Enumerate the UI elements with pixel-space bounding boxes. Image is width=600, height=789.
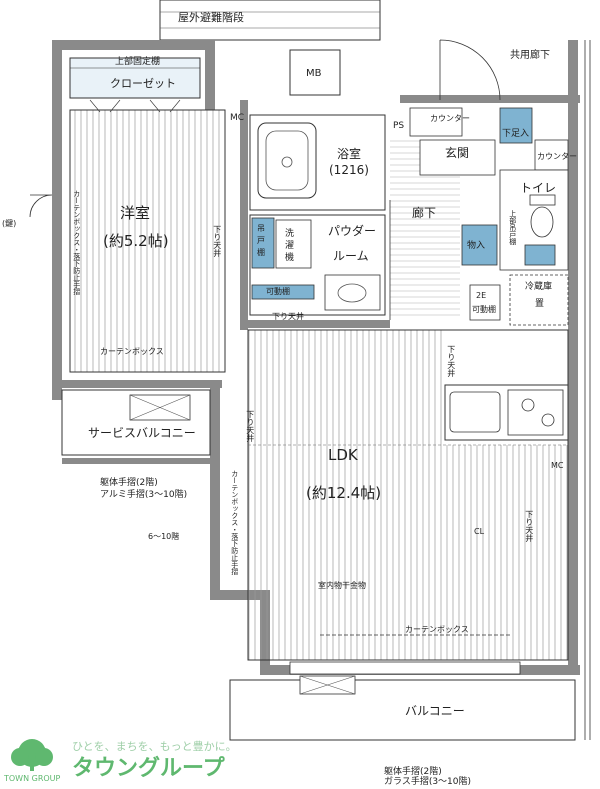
shoe-box — [499, 107, 533, 144]
bath-size: (1216) — [329, 163, 369, 177]
curtain-box-v: カーテンボックス・落下防止手摺 — [230, 470, 239, 575]
ceiling-drop-4: 下り天井 — [245, 410, 255, 442]
fridge-space — [509, 274, 569, 326]
ceiling-drop-1: 下り天井 — [272, 312, 304, 321]
ldk-floor-2 — [446, 445, 568, 660]
western-room-size: (約5.2帖) — [103, 232, 169, 250]
curtain-box-label: カーテンボックス — [100, 347, 164, 356]
powder-room-label-2: ルーム — [333, 249, 369, 263]
counter — [409, 107, 463, 137]
powder-room-label-1: パウダー — [328, 224, 377, 238]
counter-label: カウンター — [430, 114, 470, 123]
bath-label: 浴室 — [337, 147, 362, 161]
floor-note: 6〜10階 — [148, 532, 180, 541]
service-balcony-label: サービスバルコニー — [88, 426, 196, 440]
brand-slogan: ひとを、まちを、もっと豊かに。 — [72, 740, 237, 753]
mc-label-2: MC — [551, 461, 564, 470]
movable-shelf-2 — [469, 284, 501, 321]
mb-label: MB — [306, 68, 322, 79]
storage — [461, 224, 498, 266]
closet-label: クローゼット — [110, 77, 176, 90]
curtain-box-bottom: カーテンボックス — [405, 625, 469, 634]
upper-shelf-label: 上部吊戸棚 — [508, 210, 517, 245]
entrance-floor — [419, 139, 496, 176]
ps-label: PS — [393, 121, 405, 131]
kitchen-sink — [449, 391, 501, 433]
rail-note-1: 躯体手摺(2階) — [100, 478, 158, 488]
toilet-tank — [529, 194, 556, 206]
toilet-sink — [524, 244, 556, 266]
washer-label-3: 機 — [285, 253, 295, 263]
movable-shelf-label-1: 可動棚 — [266, 287, 290, 296]
bottom-note-1: 躯体手摺(2階) — [384, 767, 442, 777]
storage-upper-3: 棚 — [257, 248, 265, 257]
washer-label-1: 洗 — [285, 229, 295, 239]
ldk-floor — [248, 330, 446, 660]
western-room-label: 洋室 — [120, 204, 151, 222]
counter2-label: カウンター — [537, 152, 577, 161]
brand-company: TOWN GROUP — [4, 774, 61, 783]
entrance-door — [439, 39, 501, 101]
storage-label: 物入 — [467, 241, 486, 251]
entrance-label: 玄関 — [445, 146, 470, 160]
left-door — [29, 194, 53, 218]
ceiling-drop-3: 下り天井 — [446, 345, 456, 377]
brand-name: タウングループ — [72, 756, 225, 781]
tree-logo-icon — [11, 739, 53, 771]
washer — [275, 219, 312, 269]
main-balcony — [229, 679, 576, 741]
bottom-note-2: ガラス手摺(3〜10階) — [384, 777, 472, 787]
stove — [507, 389, 564, 436]
bathtub — [257, 122, 317, 199]
left-mark: (鍵) — [2, 219, 17, 228]
mc-label: MC — [230, 113, 245, 123]
ldk-size: (約12.4帖) — [306, 484, 382, 502]
outdoor-stair — [159, 0, 381, 41]
balcony-window — [289, 661, 521, 675]
closet — [69, 57, 201, 99]
washer-label-2: 濯 — [285, 241, 295, 251]
wash-basin — [324, 274, 381, 311]
fridge-label-1: 冷蔵庫 — [525, 282, 553, 292]
western-room-floor — [69, 109, 226, 373]
rail-note-2: アルミ手摺(3〜10階) — [100, 490, 188, 500]
toilet-bowl — [530, 206, 554, 238]
shoe-box-label: 下足入 — [502, 129, 530, 139]
hallway-label: 廊下 — [412, 206, 437, 220]
storage-upper-2: 戸 — [257, 236, 265, 245]
movable-shelf-1 — [251, 284, 315, 300]
toilet-label: トイレ — [520, 181, 557, 195]
upper-storage — [251, 217, 275, 269]
top-stair-label: 屋外避難階段 — [178, 11, 244, 24]
cl-label-1: CL — [474, 527, 485, 536]
common-corridor-label: 共用廊下 — [510, 50, 550, 61]
movable-shelf-label-2: 可動棚 — [472, 305, 496, 314]
brand-footer: TOWN GROUP ひとを、まちを、もっと豊かに。 タウングループ — [0, 735, 600, 789]
curtain-box-v-2: カーテンボックス・落下防止手摺 — [72, 190, 81, 295]
mb-box — [289, 49, 341, 96]
balcony-label: バルコニー — [405, 704, 465, 718]
ceiling-drop-2: 下り天井 — [212, 225, 222, 257]
fridge-label-2: 置 — [535, 299, 545, 309]
ceiling-drop-5: 下り天井 — [524, 510, 534, 542]
storage-upper-1: 吊 — [257, 224, 265, 233]
dw-label: 2E — [476, 291, 487, 300]
ldk-label: LDK — [328, 446, 358, 464]
fixed-shelf-label: 上部固定棚 — [115, 57, 161, 67]
laundry-hardware-label: 室内物干金物 — [318, 581, 366, 590]
